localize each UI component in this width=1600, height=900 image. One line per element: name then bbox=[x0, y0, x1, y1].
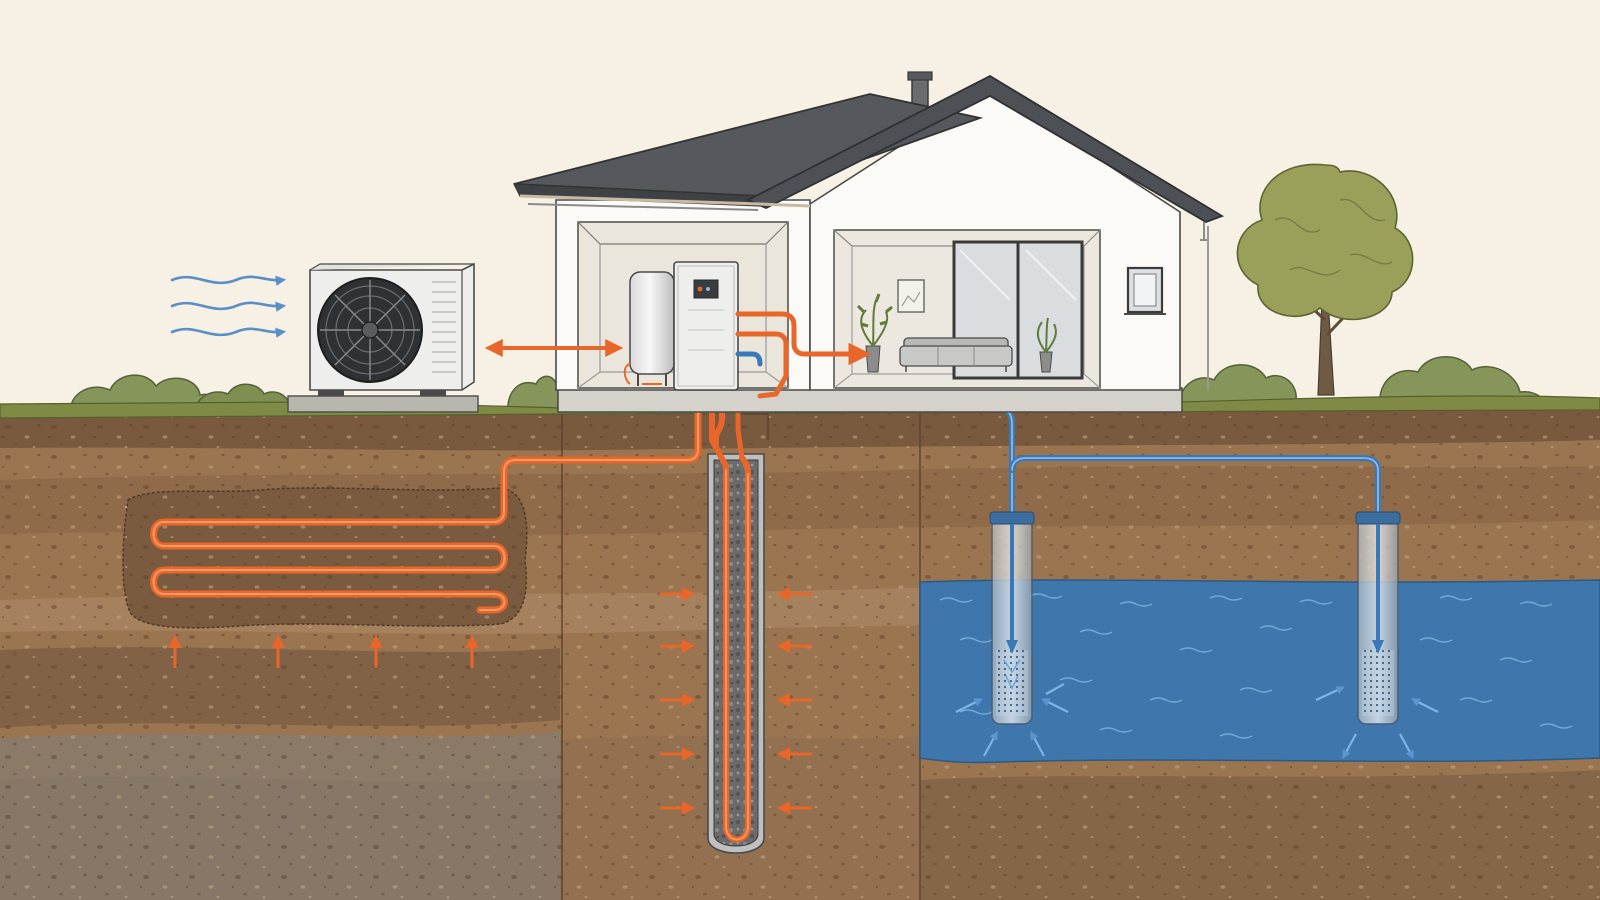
wind-arrows-icon bbox=[170, 275, 287, 338]
well-2 bbox=[1355, 511, 1401, 725]
fan-icon bbox=[317, 277, 423, 383]
heating-distribution-pipes bbox=[735, 311, 871, 399]
hot-water-tank bbox=[623, 271, 675, 386]
groundwater-well-loop bbox=[757, 353, 1401, 725]
sofa bbox=[899, 337, 1013, 372]
houseplant bbox=[1036, 317, 1057, 373]
outdoor-air-unit bbox=[287, 262, 479, 413]
tree bbox=[1236, 163, 1414, 396]
right-arrow-icon bbox=[660, 587, 812, 815]
well-1 bbox=[989, 511, 1035, 725]
water-arrow-icon bbox=[955, 683, 1439, 760]
up-arrow-icon bbox=[168, 634, 479, 668]
vertical-borehole bbox=[707, 401, 765, 854]
houseplant bbox=[856, 293, 893, 373]
groundwater-aquifer bbox=[919, 579, 1600, 764]
heat-pump-unit[interactable] bbox=[673, 261, 739, 391]
horizontal-ground-loop bbox=[122, 400, 702, 629]
